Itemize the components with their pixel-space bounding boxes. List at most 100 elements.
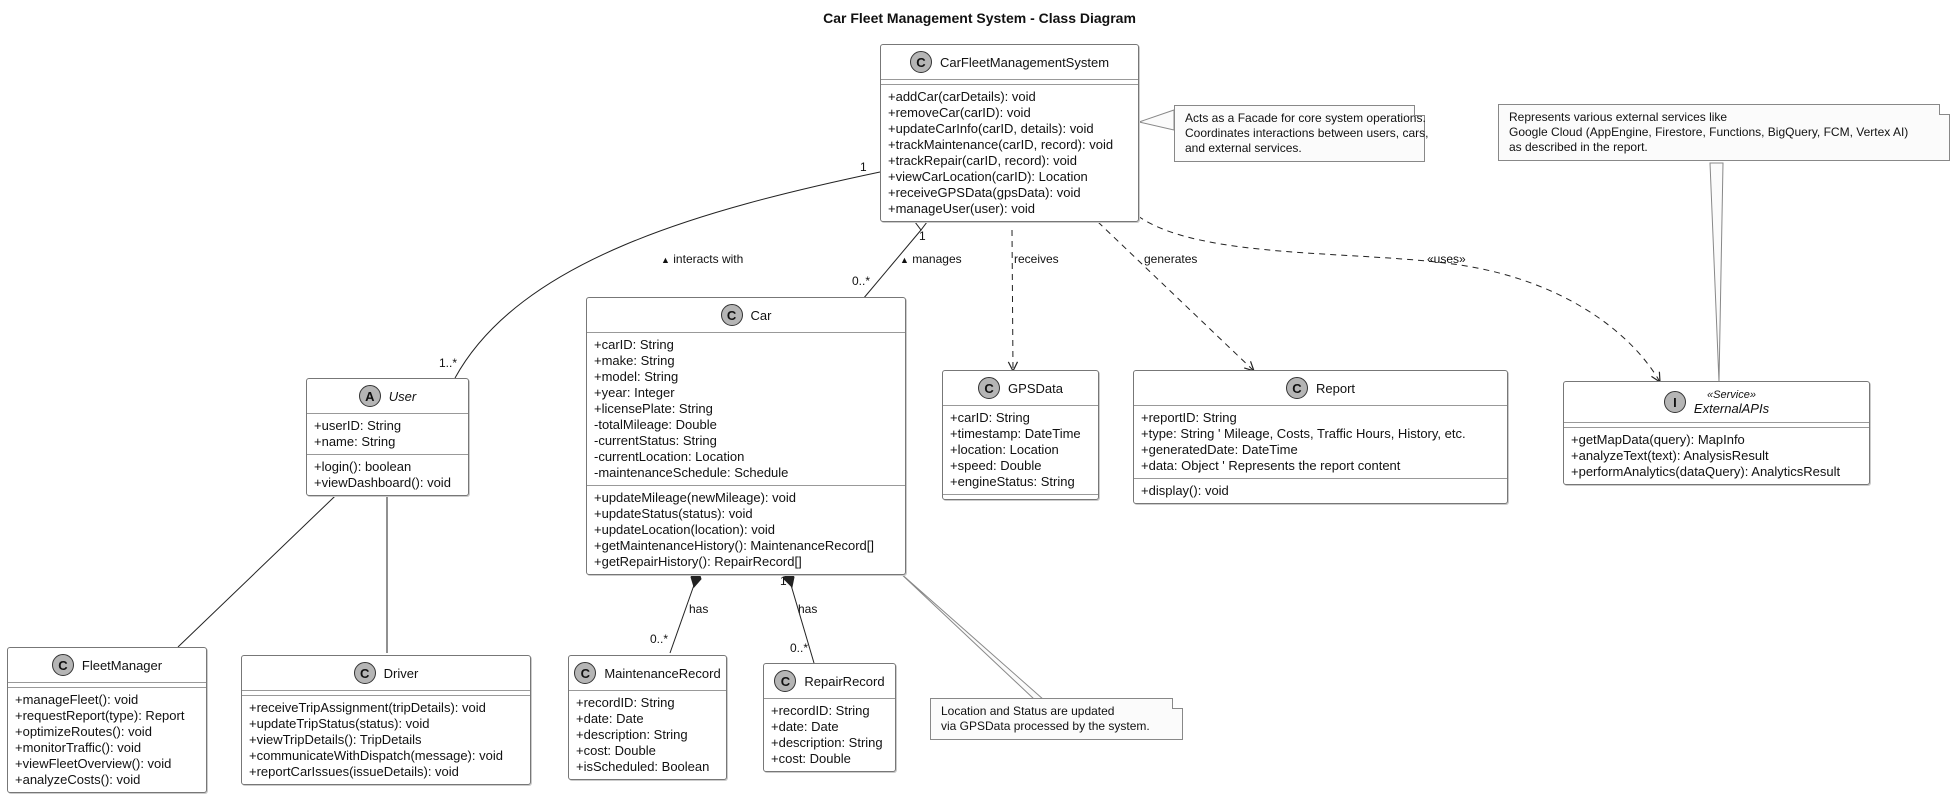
- attribute: +generatedDate: DateTime: [1141, 442, 1298, 457]
- attribute: -currentLocation: Location: [594, 449, 745, 464]
- class-name: FleetManager: [81, 657, 163, 673]
- edge-has-maintenance: [669, 584, 695, 654]
- method: +updateStatus(status): void: [594, 506, 753, 521]
- attributes-section: [881, 80, 1138, 85]
- attribute: +carID: String: [594, 337, 674, 352]
- attributes-section: +recordID: String +date: Date +descripti…: [569, 691, 726, 779]
- attribute: +date: Date: [576, 711, 644, 726]
- class-icon: C: [51, 654, 74, 676]
- note-facade: Acts as a Facade for core system operati…: [1174, 105, 1428, 162]
- attribute: +year: Integer: [594, 385, 675, 400]
- label-generates: generates: [1144, 252, 1198, 266]
- method: +login(): boolean: [314, 459, 412, 474]
- multiplicity: 1: [919, 229, 926, 243]
- attribute: +date: Date: [771, 719, 839, 734]
- edge-manages: [862, 229, 922, 300]
- diagram-title: Car Fleet Management System - Class Diag…: [823, 10, 1136, 26]
- attribute: +model: String: [594, 369, 679, 384]
- attributes-section: +carID: String +make: String +model: Str…: [587, 333, 905, 486]
- methods-section: +receiveTripAssignment(tripDetails): voi…: [242, 696, 530, 784]
- method: +getMapData(query): MapInfo: [1571, 432, 1745, 447]
- methods-section: +manageFleet(): void +requestReport(type…: [8, 688, 206, 792]
- method: +manageFleet(): void: [15, 692, 139, 707]
- direction-arrow-icon: ▲: [661, 255, 670, 265]
- class-name: CarFleetManagementSystem: [939, 54, 1110, 70]
- method: +removeCar(carID): void: [888, 105, 1031, 120]
- class-name: Report: [1315, 380, 1356, 396]
- multiplicity: 1..*: [439, 356, 458, 370]
- note-connector-external: [1709, 162, 1724, 383]
- label-receives: receives: [1014, 252, 1059, 266]
- edge-generalization-fleetmanager: [177, 474, 358, 648]
- attributes-section: +carID: String +timestamp: DateTime +loc…: [943, 406, 1098, 495]
- attribute: -totalMileage: Double: [594, 417, 717, 432]
- methods-section: +getMapData(query): MapInfo +analyzeText…: [1564, 428, 1869, 484]
- method: +updateCarInfo(carID, details): void: [888, 121, 1094, 136]
- attributes-section: [1564, 423, 1869, 428]
- class-externalapis[interactable]: I «Service» ExternalAPIs +getMapData(que…: [1563, 381, 1870, 485]
- multiplicity: 0..*: [650, 632, 669, 646]
- method: +getMaintenanceHistory(): MaintenanceRec…: [594, 538, 875, 553]
- class-icon: C: [1285, 377, 1308, 399]
- method: +reportCarIssues(issueDetails): void: [249, 764, 459, 779]
- attributes-section: +userID: String +name: String: [307, 414, 468, 455]
- attribute: +type: String ' Mileage, Costs, Traffic …: [1141, 426, 1466, 441]
- interface-icon: I: [1663, 391, 1686, 413]
- class-maintenancerecord[interactable]: C MaintenanceRecord +recordID: String +d…: [568, 655, 727, 780]
- attribute: -maintenanceSchedule: Schedule: [594, 465, 789, 480]
- class-fleetmanager[interactable]: C FleetManager +manageFleet(): void +req…: [7, 647, 207, 793]
- edge-has-repair: [790, 584, 815, 664]
- method: +trackRepair(carID, record): void: [888, 153, 1077, 168]
- class-name: GPSData: [1008, 380, 1063, 396]
- class-icon: C: [574, 662, 597, 684]
- method: +getRepairHistory(): RepairRecord[]: [594, 554, 802, 569]
- attribute: +userID: String: [314, 418, 402, 433]
- attributes-section: [8, 683, 206, 688]
- methods-section: +updateMileage(newMileage): void +update…: [587, 486, 905, 574]
- attribute: +licensePlate: String: [594, 401, 713, 416]
- method: +optimizeRoutes(): void: [15, 724, 152, 739]
- method: +viewDashboard(): void: [314, 475, 451, 490]
- edge-receives: [1012, 229, 1013, 371]
- class-icon: C: [978, 377, 1001, 399]
- edge-generates: [1097, 221, 1254, 371]
- method: +display(): void: [1141, 483, 1229, 498]
- multiplicity: 0..*: [790, 641, 809, 655]
- class-name: Car: [750, 307, 772, 323]
- abstract-class-icon: A: [358, 385, 381, 407]
- class-car[interactable]: C Car +carID: String +make: String +mode…: [586, 297, 906, 575]
- label-interacts-with: ▲ interacts with: [661, 252, 744, 266]
- stereotype: «Service»: [1707, 389, 1756, 401]
- class-carfleetmanagementsystem[interactable]: C CarFleetManagementSystem +addCar(carDe…: [880, 44, 1139, 222]
- method: +viewCarLocation(carID): Location: [888, 169, 1088, 184]
- method: +communicateWithDispatch(message): void: [249, 748, 503, 763]
- note-external-services: Represents various external services lik…: [1498, 104, 1950, 161]
- note-location-status: Location and Status are updated via GPSD…: [930, 698, 1183, 740]
- methods-section: +display(): void: [1134, 479, 1507, 503]
- method: +updateTripStatus(status): void: [249, 716, 430, 731]
- note-connector-facade: [1137, 109, 1175, 131]
- method: +manageUser(user): void: [888, 201, 1036, 216]
- attribute: +recordID: String: [576, 695, 675, 710]
- class-gpsdata[interactable]: C GPSData +carID: String +timestamp: Dat…: [942, 370, 1099, 500]
- attribute: +make: String: [594, 353, 675, 368]
- attribute: +speed: Double: [950, 458, 1042, 473]
- class-name: Driver: [383, 665, 419, 681]
- method: +monitorTraffic(): void: [15, 740, 142, 755]
- class-name: User: [388, 388, 417, 404]
- attribute: +cost: Double: [771, 751, 851, 766]
- class-user[interactable]: A User +userID: String +name: String +lo…: [306, 378, 469, 496]
- method: +viewFleetOverview(): void: [15, 756, 172, 771]
- attribute: -currentStatus: String: [594, 433, 717, 448]
- class-report[interactable]: C Report +reportID: String +type: String…: [1133, 370, 1508, 504]
- attribute: +recordID: String: [771, 703, 870, 718]
- class-name: RepairRecord: [804, 673, 885, 689]
- attributes-section: [242, 691, 530, 696]
- attribute: +cost: Double: [576, 743, 656, 758]
- attribute: +isScheduled: Boolean: [576, 759, 710, 774]
- class-driver[interactable]: C Driver +receiveTripAssignment(tripDeta…: [241, 655, 531, 785]
- class-repairrecord[interactable]: C RepairRecord +recordID: String +date: …: [763, 663, 896, 772]
- class-icon: C: [774, 670, 797, 692]
- attribute: +reportID: String: [1141, 410, 1237, 425]
- method: +analyzeText(text): AnalysisResult: [1571, 448, 1769, 463]
